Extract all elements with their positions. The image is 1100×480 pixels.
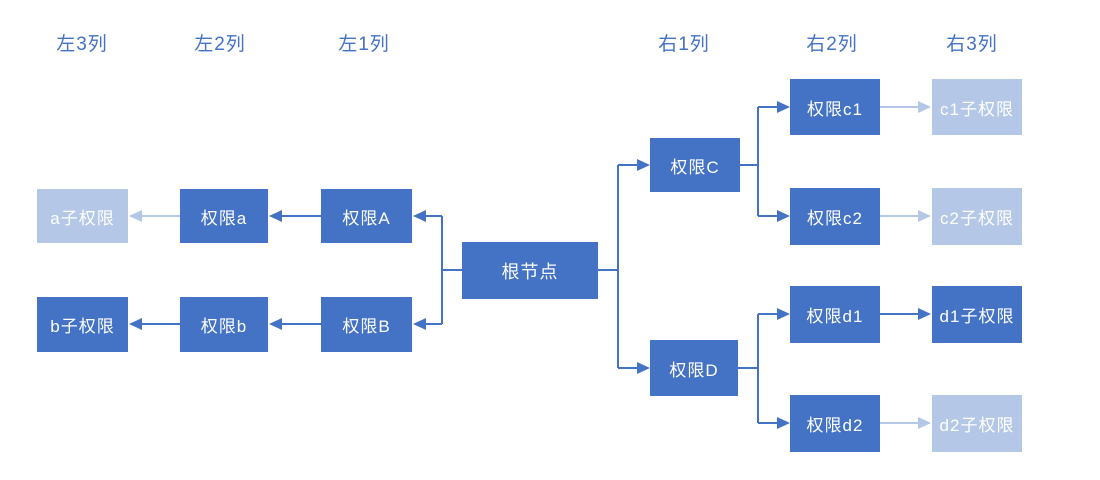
- edge-A-to-a: [269, 210, 321, 222]
- arrowhead-to-c1: [777, 101, 790, 113]
- column-header-right-1: 右1列: [658, 34, 710, 55]
- edge-D-to-d1-d2: [738, 308, 790, 429]
- edge-a-to-a-sub: [129, 210, 180, 222]
- node-permission-d1: 权限d1: [790, 286, 880, 343]
- node-d1-sub-permission: d1子权限: [932, 286, 1022, 343]
- column-header-right-2: 右2列: [806, 34, 858, 55]
- arrowhead-to-c2-sub: [918, 210, 931, 222]
- arrowhead-to-B: [413, 318, 426, 330]
- column-header-left-1: 左1列: [338, 34, 390, 55]
- arrowhead-to-D: [637, 362, 650, 374]
- node-c1-sub-permission: c1子权限: [932, 79, 1022, 135]
- edge-d1-to-d1-sub: [880, 308, 931, 320]
- edge-C-to-c1-c2: [740, 101, 790, 222]
- node-root: 根节点: [462, 242, 598, 299]
- node-permission-a: 权限a: [180, 189, 268, 243]
- edge-B-to-b: [269, 318, 321, 330]
- node-a-sub-permission: a子权限: [37, 189, 128, 243]
- arrowhead-to-b: [269, 318, 282, 330]
- column-header-left-2: 左2列: [194, 34, 246, 55]
- arrowhead-to-c1-sub: [918, 101, 931, 113]
- edge-root-to-C-D: [598, 159, 650, 374]
- arrowhead-to-a: [269, 210, 282, 222]
- edge-d2-to-d2-sub: [880, 417, 931, 429]
- arrowhead-to-b-sub: [129, 318, 142, 330]
- column-header-right-3: 右3列: [946, 34, 998, 55]
- node-permission-D: 权限D: [650, 340, 738, 396]
- arrowhead-to-d2-sub: [918, 417, 931, 429]
- edge-root-to-A-B: [413, 210, 462, 330]
- edge-b-to-b-sub: [129, 318, 180, 330]
- node-c2-sub-permission: c2子权限: [932, 188, 1022, 245]
- arrowhead-to-A: [413, 210, 426, 222]
- edge-c2-to-c2-sub: [880, 210, 931, 222]
- column-header-left-3: 左3列: [56, 34, 108, 55]
- node-d2-sub-permission: d2子权限: [932, 395, 1022, 452]
- arrowhead-to-d1: [777, 308, 790, 320]
- arrowhead-to-c2: [777, 210, 790, 222]
- arrowhead-to-d1-sub: [918, 308, 931, 320]
- edge-c1-to-c1-sub: [880, 101, 931, 113]
- node-permission-A: 权限A: [321, 189, 412, 243]
- node-permission-b: 权限b: [180, 297, 268, 352]
- node-permission-c2: 权限c2: [790, 188, 880, 245]
- arrowhead-to-d2: [777, 417, 790, 429]
- node-permission-B: 权限B: [321, 297, 412, 352]
- node-b-sub-permission: b子权限: [37, 297, 128, 352]
- arrowhead-to-C: [637, 159, 650, 171]
- node-permission-C: 权限C: [650, 138, 740, 192]
- node-permission-d2: 权限d2: [790, 395, 880, 452]
- node-permission-c1: 权限c1: [790, 79, 880, 135]
- arrowhead-to-a-sub: [129, 210, 142, 222]
